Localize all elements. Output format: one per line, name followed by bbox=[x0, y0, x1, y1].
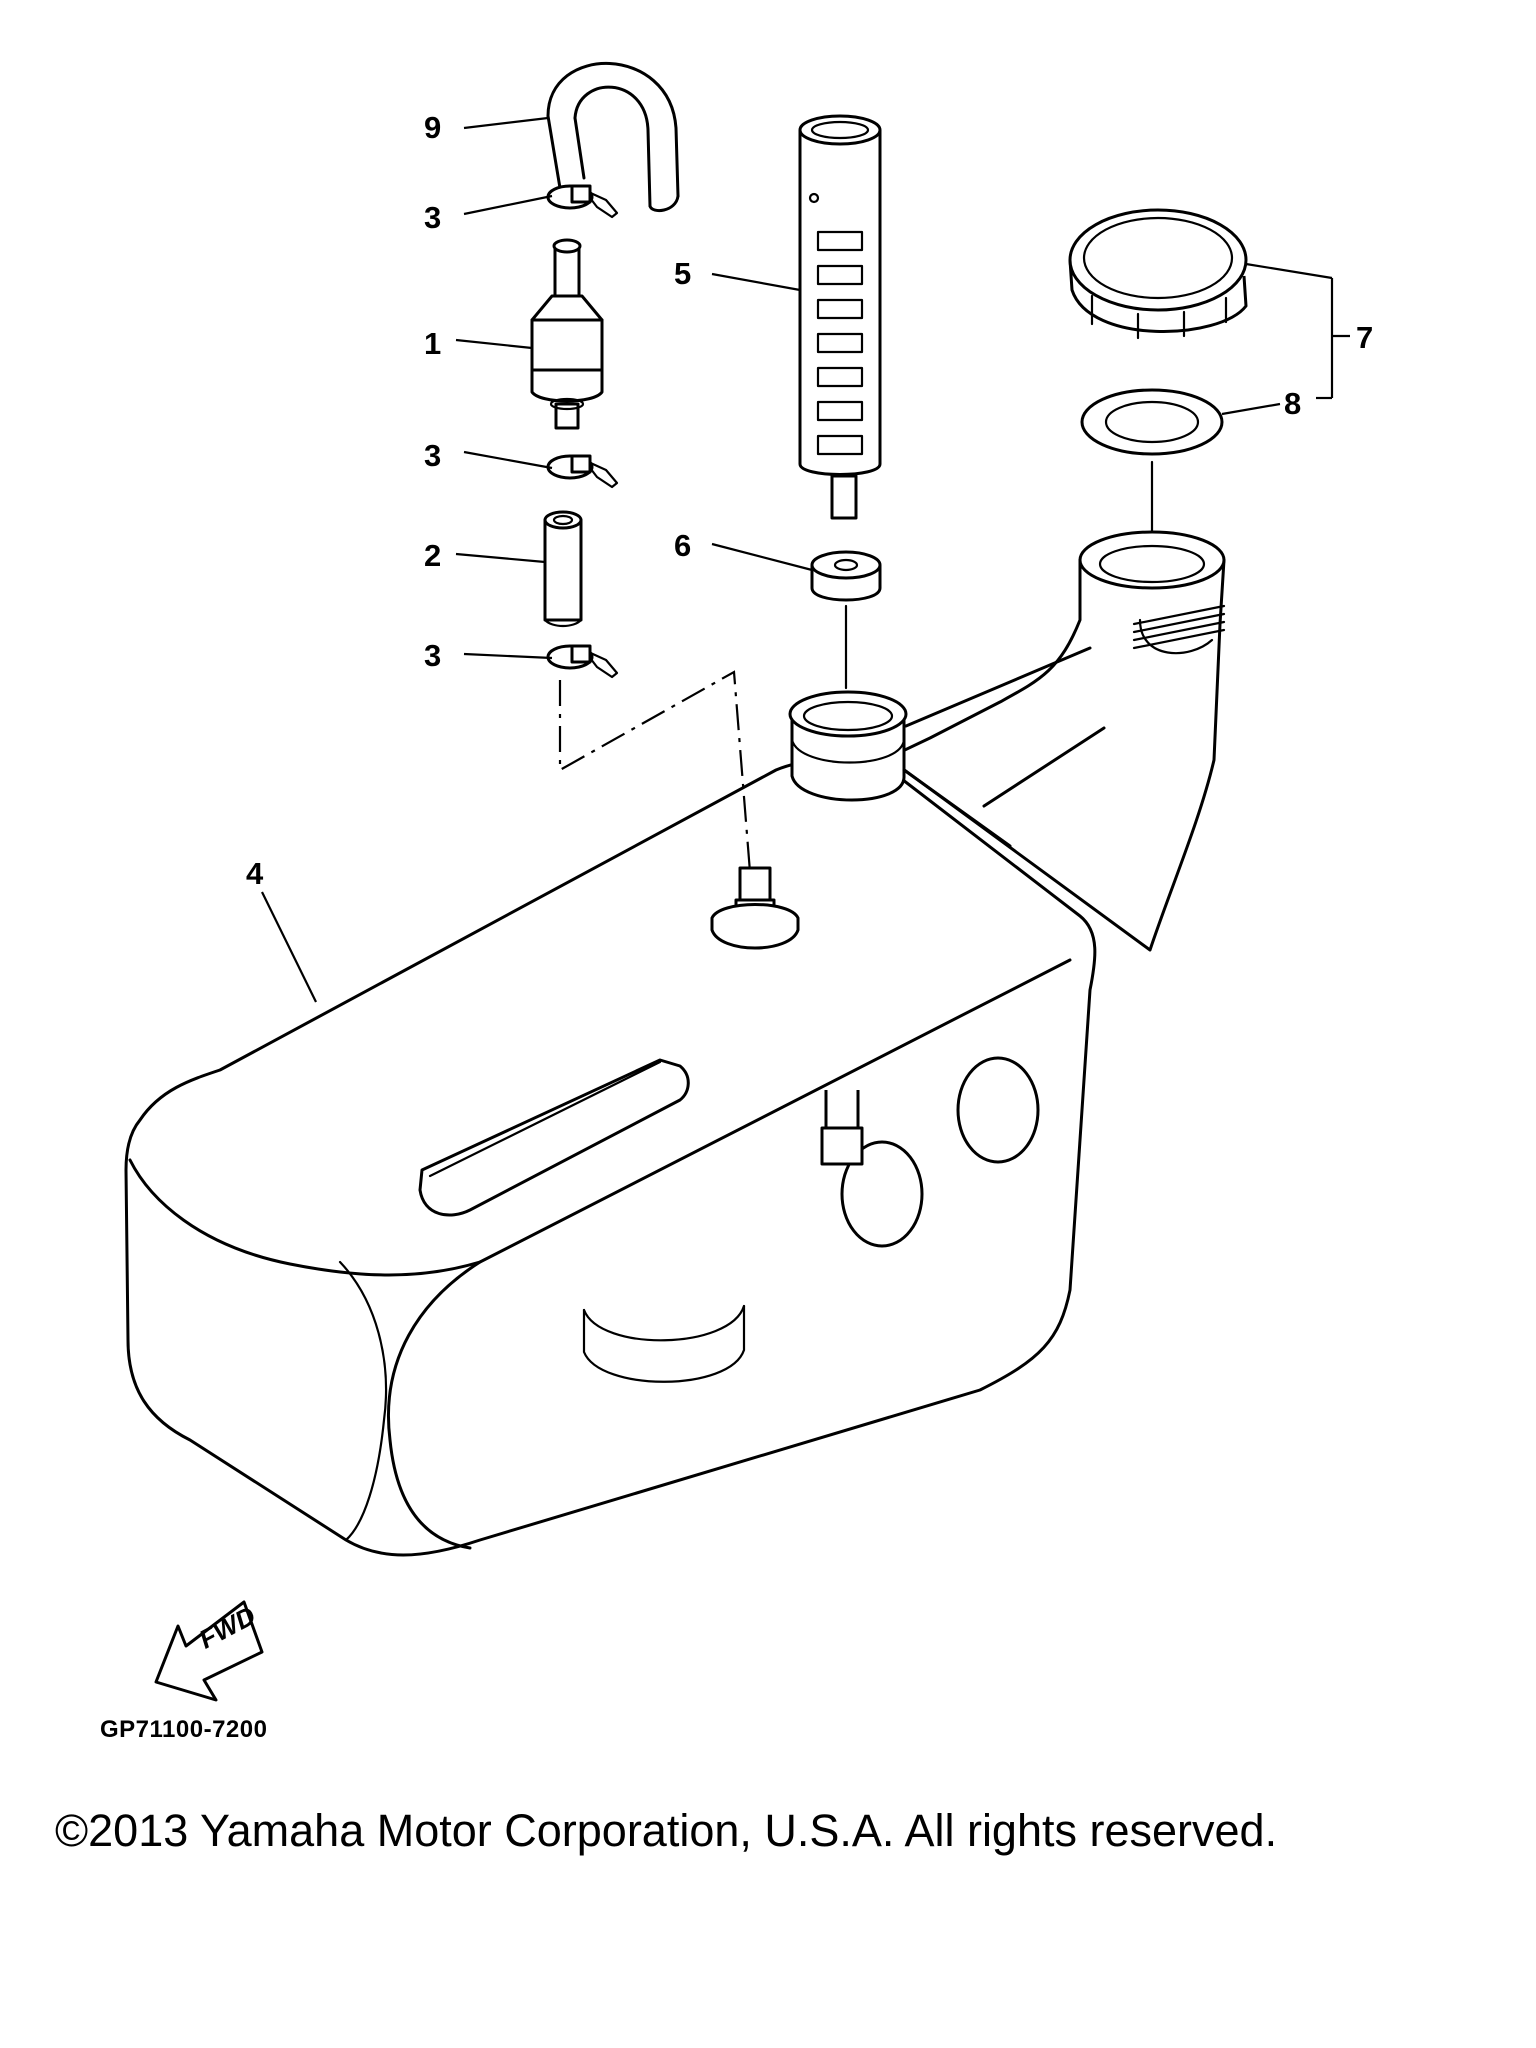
callout-9: 9 bbox=[424, 110, 442, 145]
filter-part-1 bbox=[530, 238, 604, 430]
filler-neck-threads bbox=[1132, 604, 1226, 650]
hose-route-line bbox=[558, 670, 752, 873]
callout-4: 4 bbox=[246, 856, 264, 891]
clamp-part-3-top bbox=[546, 184, 619, 219]
callout-8: 8 bbox=[1284, 386, 1302, 421]
copyright-notice: ©2013 Yamaha Motor Corporation, U.S.A. A… bbox=[55, 1805, 1278, 1856]
callout-7: 7 bbox=[1356, 320, 1374, 355]
joint-part-2 bbox=[543, 510, 583, 628]
grommet-part-6 bbox=[810, 550, 882, 602]
callout-1: 1 bbox=[424, 326, 442, 361]
clamp-part-3-middle bbox=[546, 454, 619, 489]
cap-part-7 bbox=[1068, 208, 1248, 340]
tank-part-4 bbox=[124, 530, 1226, 1557]
strainer-mesh bbox=[816, 230, 864, 456]
callout-6: 6 bbox=[674, 528, 692, 563]
callout-3-bottom: 3 bbox=[424, 638, 442, 673]
callout-3-top: 3 bbox=[424, 200, 442, 235]
hose-part-9 bbox=[546, 61, 680, 213]
gasket-part-8 bbox=[1080, 388, 1224, 456]
callout-3-middle: 3 bbox=[424, 438, 442, 473]
clamp-part-3-bottom bbox=[546, 644, 619, 679]
leader-lines bbox=[261, 116, 1350, 1003]
callout-5: 5 bbox=[674, 256, 692, 291]
strainer-part-5 bbox=[798, 114, 882, 520]
diagram-part-number: GP71100-7200 bbox=[100, 1716, 268, 1743]
callout-2: 2 bbox=[424, 538, 442, 573]
fwd-arrow-icon bbox=[154, 1600, 264, 1702]
